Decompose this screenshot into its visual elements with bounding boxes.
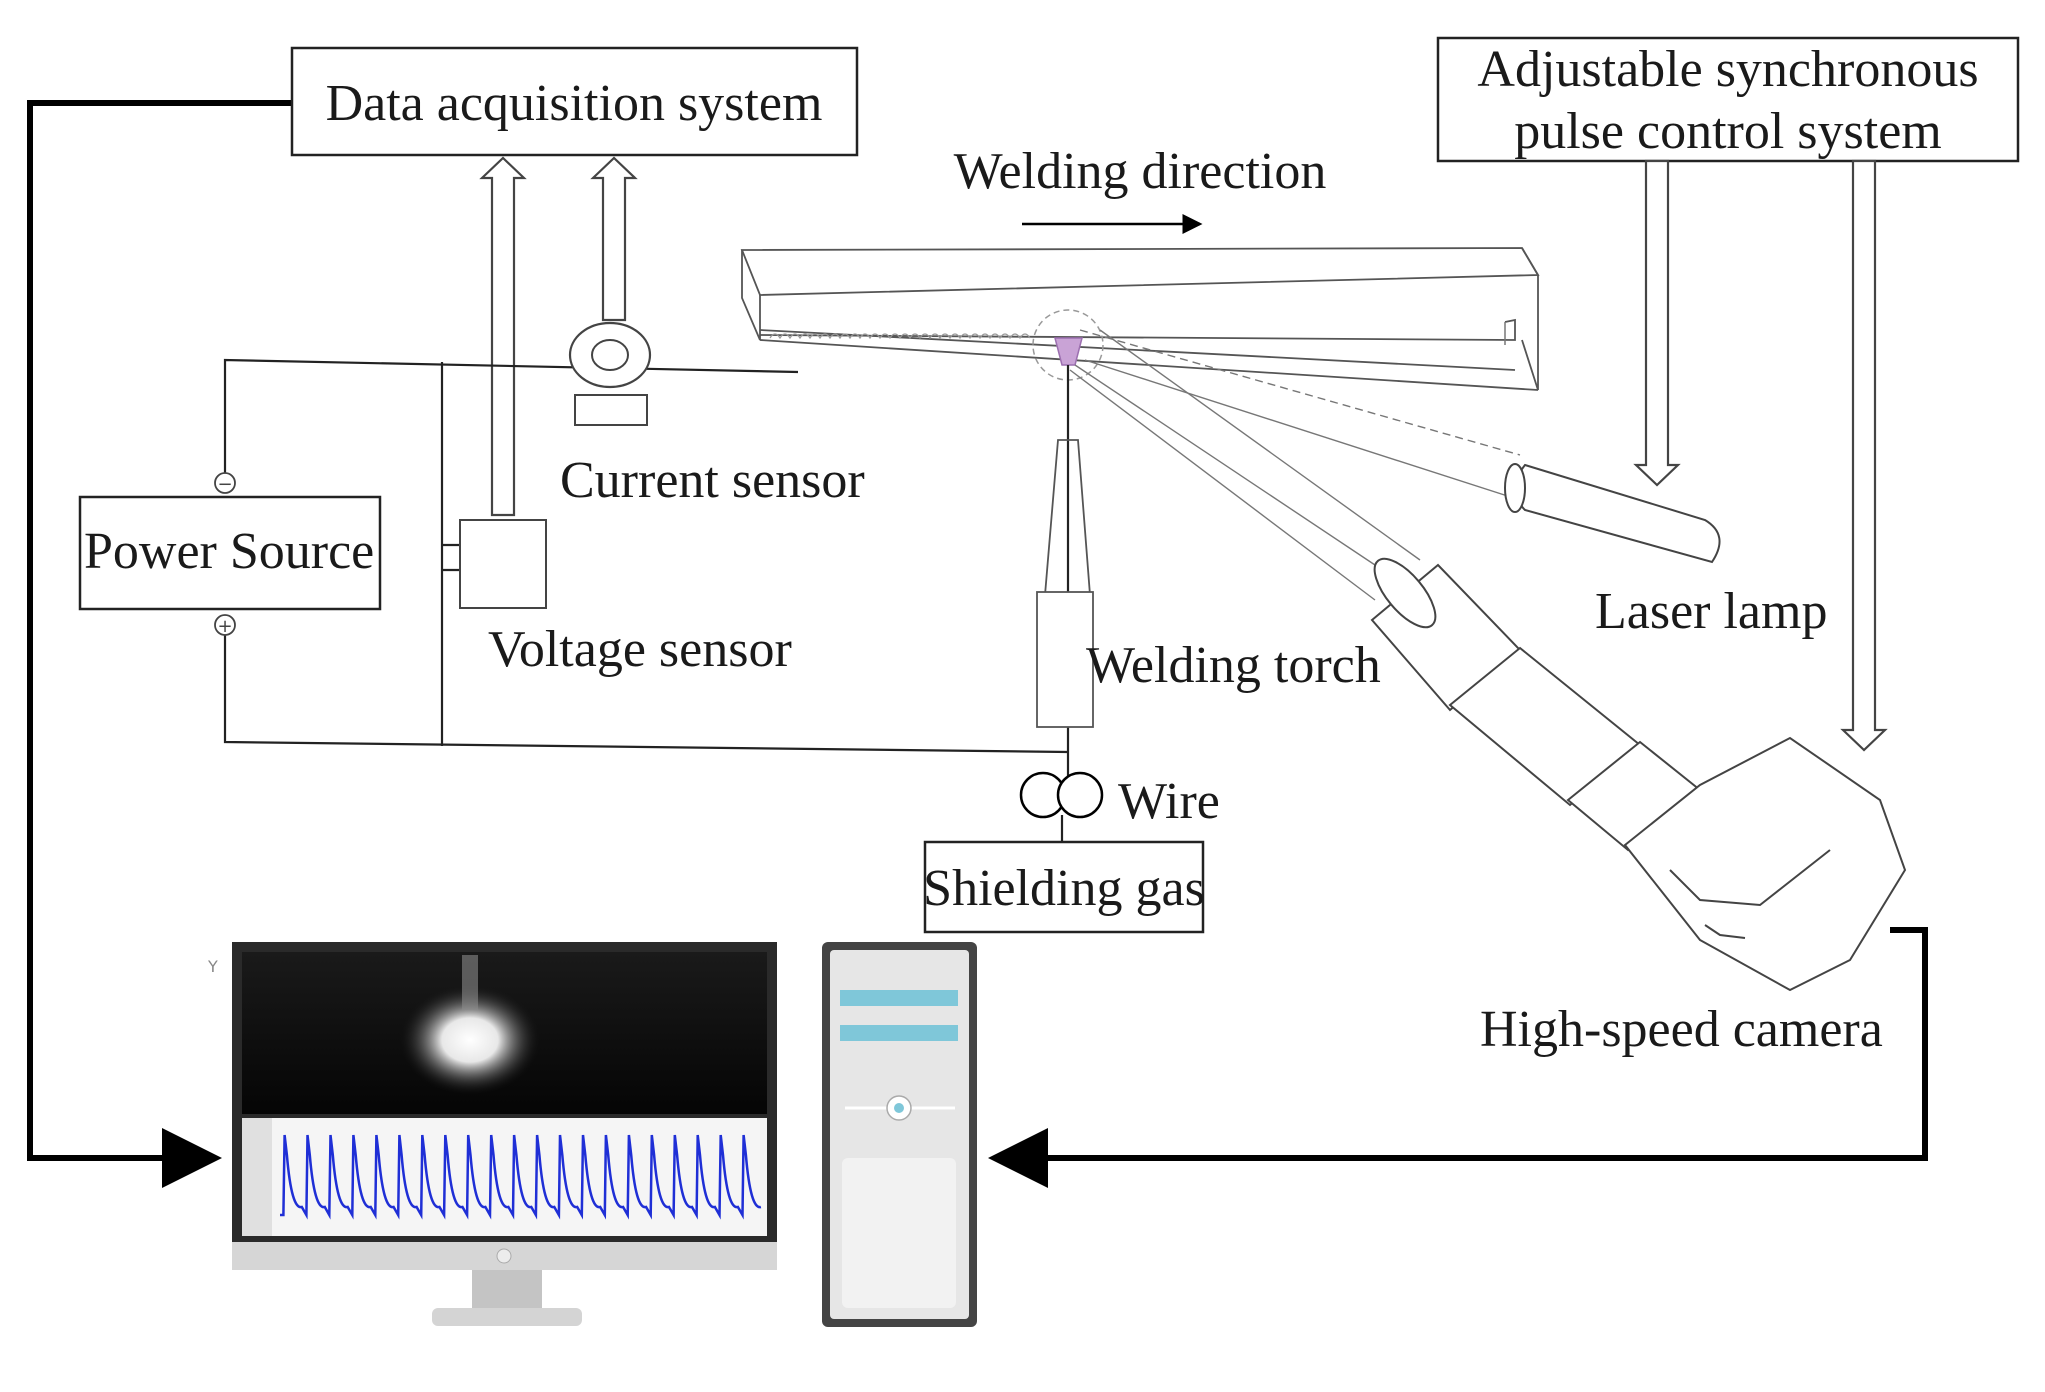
shielding-gas-label: Shielding gas [923,860,1205,917]
laser-lamp-icon: Laser lamp [1504,463,1827,640]
pc-tower-icon [822,942,977,1327]
signal-up-arrows [479,156,638,517]
camera-trigger-arrow [1840,159,1888,752]
welding-torch-label: Welding torch [1086,637,1381,694]
workpiece-fixture [740,247,1540,391]
monitor-icon [232,942,777,1326]
laser-lamp-label: Laser lamp [1595,583,1827,640]
arc-image [400,985,540,1095]
optical-paths [1069,329,1521,601]
negative-terminal-icon [214,472,236,494]
power-source-label: Power Source [84,523,374,580]
monitor-waveform-panel [242,1118,767,1236]
sync-label-line1: Adjustable synchronous [1477,41,1978,98]
voltage-sensor: Voltage sensor [459,519,792,678]
wire-label: Wire [1118,773,1220,830]
voltage-sensor-label: Voltage sensor [488,621,792,678]
positive-terminal-icon [214,614,236,636]
shielding-gas: Shielding gas [923,840,1205,934]
positive-terminal-label: + [217,616,232,637]
current-sensor-icon: Current sensor [560,321,865,509]
wire-roller-right-icon [1056,771,1104,819]
sync-down-arrows [1633,159,1888,752]
welding-direction-label: Welding direction [954,143,1327,200]
sync-pulse-control-box: Adjustable synchronous pulse control sys… [1436,36,2020,163]
welding-torch: Welding torch [1036,439,1381,728]
feedback-bus [27,100,1928,1188]
current-signal-arrow [590,156,638,322]
monitor-logo-icon [496,1248,512,1264]
pc-drive-bay-1 [840,990,958,1006]
data-acquisition-box: Data acquisition system [290,46,859,157]
daq-to-monitor-arrow [27,100,292,1188]
waveform-trace [280,1134,762,1220]
voltage-signal-arrow [479,156,527,517]
sync-label-line2: pulse control system [1514,103,1942,160]
weld-bead [769,333,1031,340]
monitor-base [432,1308,582,1326]
high-speed-camera-icon: High-speed camera [1370,557,1907,1058]
negative-terminal-label: − [217,474,232,495]
current-sensor-label: Current sensor [560,452,865,509]
wire-feed: Wire [1019,771,1220,845]
power-source: Power Source − + [78,472,382,637]
data-acquisition-label: Data acquisition system [326,75,823,132]
corner-tick-mark: Y [207,957,218,976]
welding-direction: Welding direction [954,143,1327,234]
pc-drive-bay-2 [840,1025,958,1041]
laser-trigger-arrow [1633,159,1681,487]
camera-to-pc-arrow [988,927,1928,1188]
high-speed-camera-label: High-speed camera [1480,1001,1883,1058]
voltage-sensor-icon [459,519,547,609]
monitor-neck [472,1270,542,1308]
pc-front-panel [842,1158,956,1308]
